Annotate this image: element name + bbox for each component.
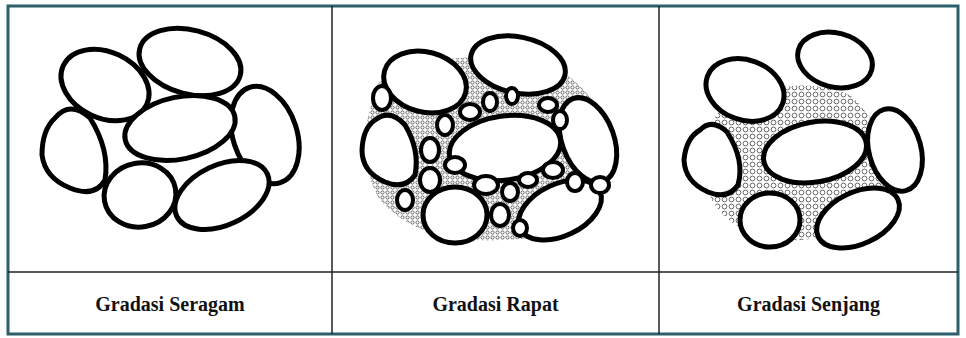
table-rule <box>331 6 333 334</box>
gap-graded-aggregate <box>684 24 931 260</box>
caption-cell: Gradasi Seragam <box>8 274 332 334</box>
dense-aggregate <box>362 28 627 253</box>
caption-cell: Gradasi Rapat <box>332 274 659 334</box>
uniform-aggregate <box>42 18 311 244</box>
fine-aggregate <box>373 86 609 236</box>
caption-label: Gradasi Rapat <box>432 293 558 316</box>
table-rule <box>658 6 660 334</box>
table-rule <box>8 271 958 273</box>
caption-label: Gradasi Seragam <box>95 293 244 316</box>
caption-cell: Gradasi Senjang <box>659 274 958 334</box>
caption-label: Gradasi Senjang <box>737 293 880 316</box>
table-frame <box>8 6 958 334</box>
